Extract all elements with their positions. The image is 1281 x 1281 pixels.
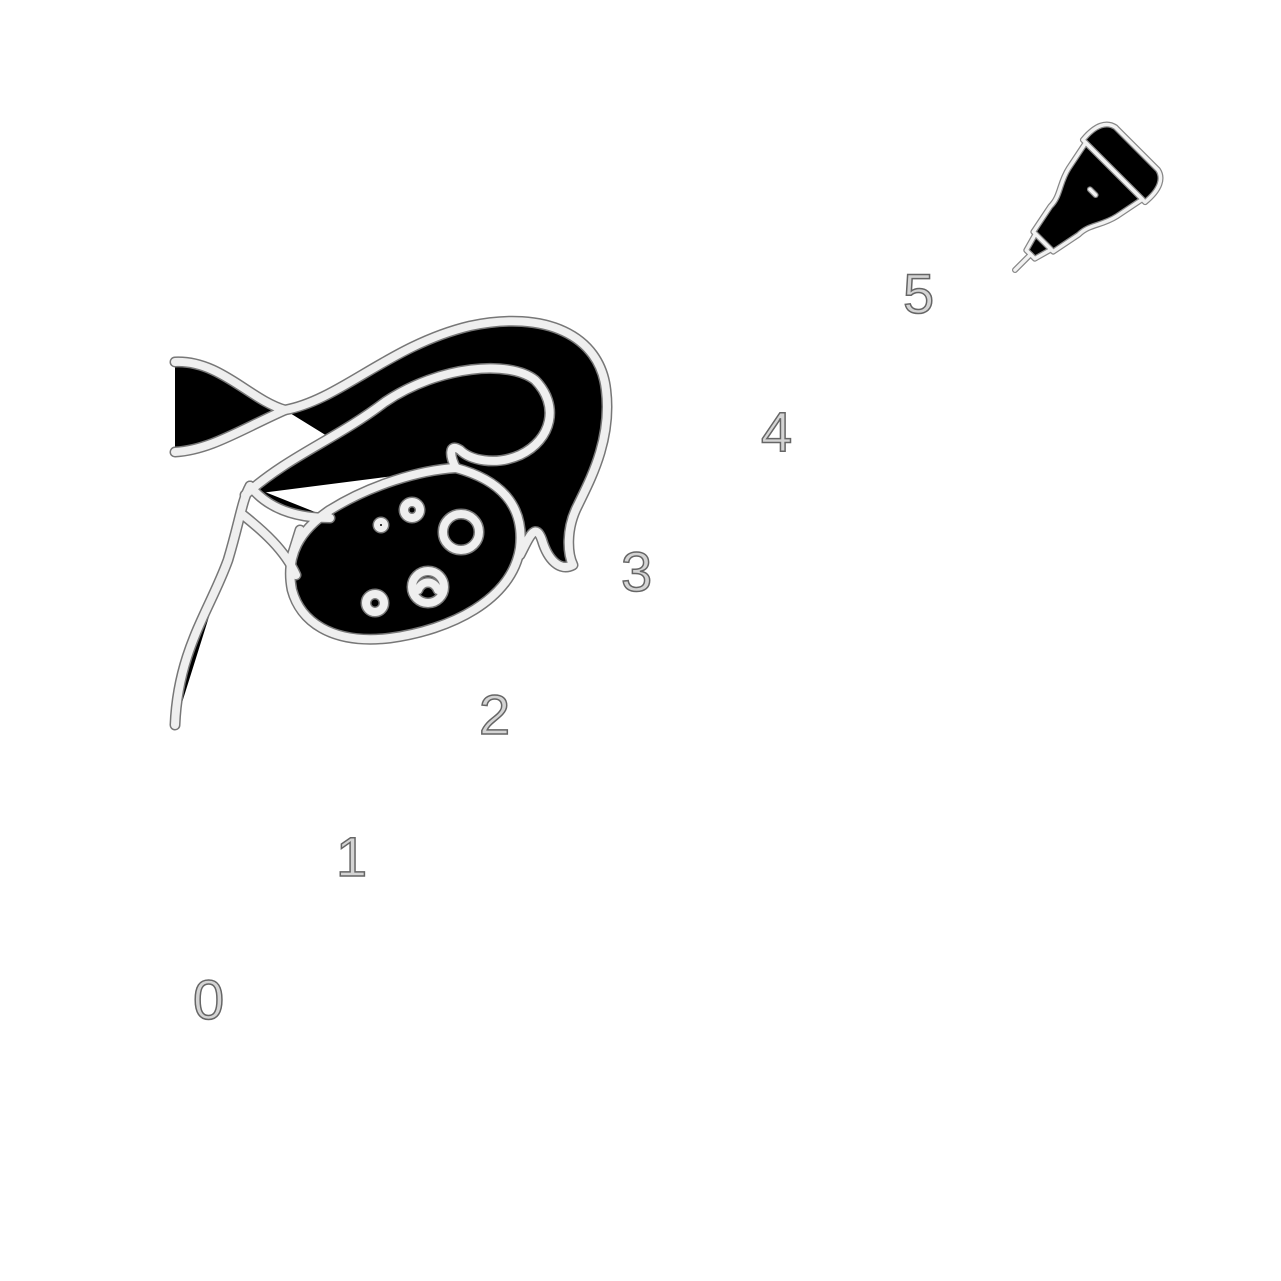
scale-label-4: 4: [760, 400, 793, 463]
scale-label-1: 1: [335, 825, 368, 888]
scale-label-2: 2: [478, 683, 511, 746]
scale-label-0: 0: [192, 968, 225, 1031]
scale-label-5: 5: [902, 262, 935, 325]
scale-label-3: 3: [620, 540, 653, 603]
